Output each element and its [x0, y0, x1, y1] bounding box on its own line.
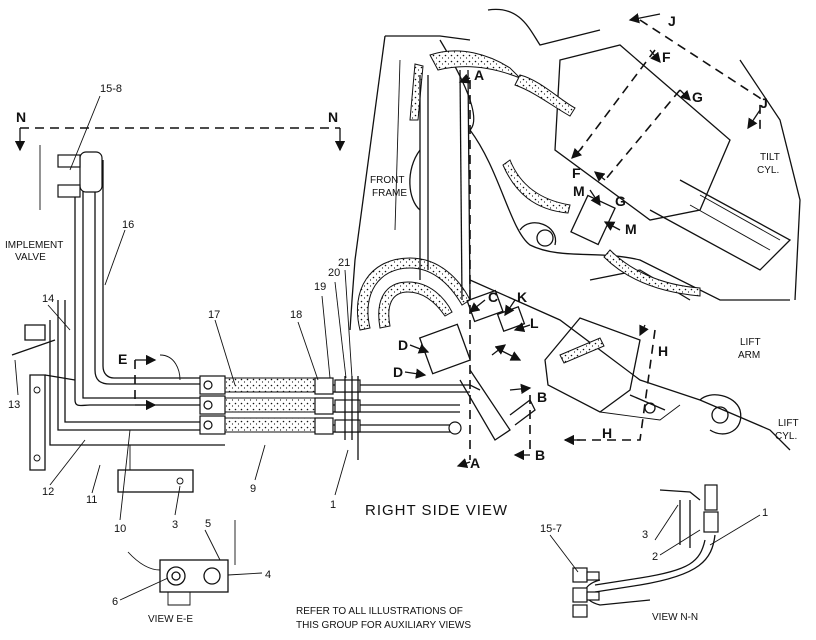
lift-cyl-label-line1: LIFT — [778, 418, 799, 429]
section-letters: N N E A A B B C K L D D F F G G J J M M … — [16, 13, 768, 471]
section-letter-g-bottom: G — [615, 193, 626, 209]
section-letter-b-bottom: B — [535, 447, 545, 463]
view-n-n-callout-3: 3 — [642, 529, 648, 541]
callout-10: 10 — [114, 523, 126, 535]
section-line-f — [571, 49, 661, 159]
component-labels: IMPLEMENT VALVE FRONT FRAME TILT CYL. LI… — [5, 152, 799, 442]
view-e-e-title: VIEW E-E — [148, 614, 193, 625]
section-letter-n-right: N — [328, 109, 338, 125]
section-letter-j-right: J — [760, 95, 768, 111]
callout-13: 13 — [8, 399, 20, 411]
callout-15-8: 15-8 — [100, 83, 122, 95]
hoses — [224, 50, 701, 433]
view-n-n-title: VIEW N-N — [652, 612, 698, 623]
tilt-cyl-label-line2: CYL. — [757, 165, 779, 176]
callout-16: 16 — [122, 219, 134, 231]
callout-14: 14 — [42, 293, 54, 305]
right-side-view-title: RIGHT SIDE VIEW — [365, 502, 508, 519]
section-letter-g-top: G — [692, 89, 703, 105]
section-letter-m-right: M — [625, 221, 637, 237]
refer-note-line2: THIS GROUP FOR AUXILIARY VIEWS — [296, 620, 471, 631]
bundle-fittings — [199, 375, 462, 460]
callout-19: 19 — [314, 281, 326, 293]
lift-arm-outline — [439, 8, 801, 451]
callout-4: 4 — [265, 569, 271, 581]
front-frame-outline — [349, 35, 471, 331]
section-letter-d-lower: D — [393, 364, 403, 380]
section-line-g — [593, 89, 691, 182]
lift-arm-label-line1: LIFT — [740, 337, 761, 348]
section-letter-b-mid: B — [537, 389, 547, 405]
titles: RIGHT SIDE VIEW VIEW E-E VIEW N-N REFER … — [148, 502, 698, 631]
section-letter-c: C — [488, 289, 498, 305]
callout-11: 11 — [86, 494, 97, 506]
implement-valve-fittings — [11, 145, 103, 471]
callout-9: 9 — [250, 483, 256, 495]
part-callouts: 15-8 16 14 13 12 11 10 9 3 17 18 19 20 2… — [8, 83, 768, 608]
callout-20: 20 — [328, 267, 340, 279]
section-letter-k: K — [517, 289, 527, 305]
view-e-e-detail — [119, 520, 263, 606]
section-line-h — [563, 324, 656, 446]
section-line-e — [134, 354, 181, 411]
section-letter-n-left: N — [16, 109, 26, 125]
section-line-n — [14, 127, 346, 152]
refer-note-line1: REFER TO ALL ILLUSTRATIONS OF — [296, 606, 463, 617]
tilt-cyl-label-line1: TILT — [760, 152, 780, 163]
section-letter-f-top: F — [662, 49, 671, 65]
callout-17: 17 — [208, 309, 220, 321]
section-letter-e: E — [118, 351, 127, 367]
section-letter-a-top: A — [474, 67, 484, 83]
section-line-b — [513, 395, 531, 461]
section-letter-f-bottom: F — [572, 165, 581, 181]
section-line-a — [456, 73, 471, 469]
view-n-n-callout-2: 2 — [652, 551, 658, 563]
section-letter-a-bottom: A — [470, 455, 480, 471]
implement-valve-label-line1: IMPLEMENT — [5, 240, 63, 251]
callout-6: 6 — [112, 596, 118, 608]
section-letter-m-left: M — [573, 183, 585, 199]
section-letter-l: L — [530, 315, 539, 331]
front-frame-label-line2: FRAME — [372, 188, 407, 199]
callout-3: 3 — [172, 519, 178, 531]
callout-21: 21 — [338, 257, 350, 269]
lift-cyl-label-line2: CYL. — [775, 431, 797, 442]
callout-5: 5 — [205, 518, 211, 530]
leader-arrows — [404, 189, 621, 395]
callout-18: 18 — [290, 309, 302, 321]
view-n-n-detail — [549, 484, 761, 618]
front-frame-label-line1: FRONT — [370, 175, 404, 186]
lift-cylinder — [544, 317, 681, 421]
callout-1: 1 — [330, 499, 336, 511]
callout-12: 12 — [42, 486, 54, 498]
section-letter-j-top: J — [668, 13, 676, 29]
callout-leaders — [14, 95, 353, 521]
tilt-cylinder — [554, 44, 792, 271]
view-n-n-callout-1: 1 — [762, 507, 768, 519]
section-letter-h-upper: H — [658, 343, 668, 359]
lift-arm-label-line2: ARM — [738, 350, 760, 361]
section-line-j — [628, 13, 761, 130]
section-letter-h-lower: H — [602, 425, 612, 441]
implement-valve-label-line2: VALVE — [15, 252, 46, 263]
center-valve-blocks — [418, 289, 536, 441]
section-letter-d-upper: D — [398, 337, 408, 353]
bottom-clamp — [117, 445, 194, 493]
callout-15-7: 15-7 — [540, 523, 562, 535]
